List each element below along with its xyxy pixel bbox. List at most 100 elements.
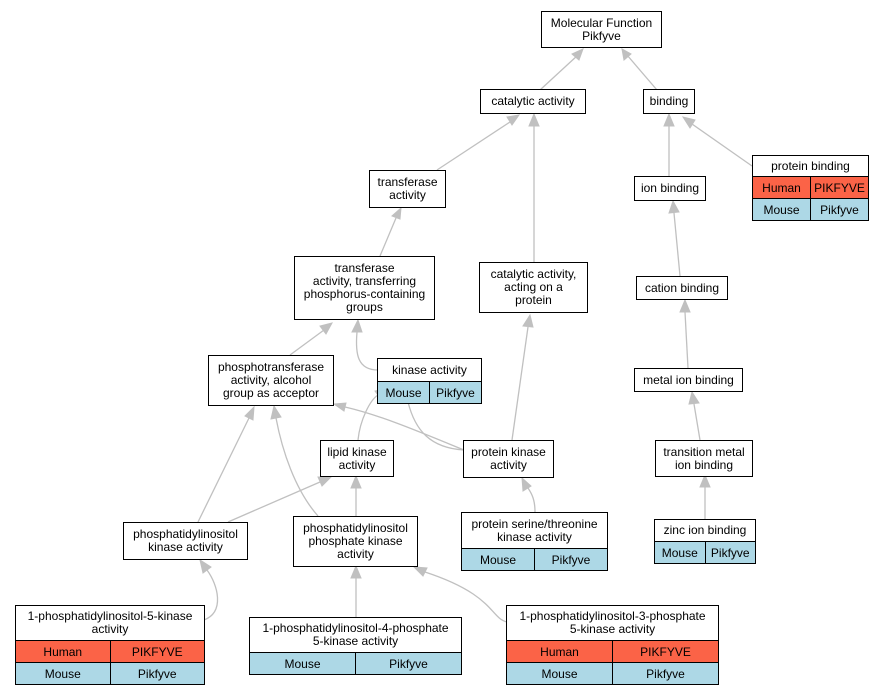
node-label: transition metal ion binding [663,444,745,472]
gene-cell: PIKFYVE [612,641,718,662]
node-pi-kinase[interactable]: phosphatidylinositol kinase activity [123,522,248,560]
node-label: phosphotransferase activity, alcohol gro… [217,360,325,400]
node-pip-kinase[interactable]: phosphatidylinositol phosphate kinase ac… [293,516,418,567]
edge-cation-to-ion [673,212,681,277]
node-label: protein serine/threonine kinase activity [471,516,598,544]
edge-metal-to-cation [684,311,689,369]
edge-kinase-to-transphos [355,331,379,371]
arrow-pip-to-phospho [270,404,282,420]
node-label: 1-phosphatidylinositol-4-phosphate 5-kin… [262,621,449,648]
node-cation-binding[interactable]: cation binding [636,276,728,300]
species-cell: Human [43,644,83,659]
node-label: metal ion binding [643,372,734,387]
edge-phospho-to-transphos [289,329,325,356]
node-catalytic-on-protein[interactable]: catalytic activity, acting on a protein [479,262,588,313]
arrow-pi4p5k-to-pip [350,564,362,579]
arrow-pi5k-to-pi [199,558,212,574]
edge-pi-to-phospho [197,417,250,523]
arrow-protkinase-to-phospho [332,402,347,412]
species-cell: Mouse [284,656,321,671]
edge-pi5k-to-pi [203,569,219,621]
species-cell: Mouse [44,666,81,681]
node-zinc-ion-binding[interactable]: zinc ion binding Mouse Pikfyve [654,519,756,564]
node-label: lipid kinase activity [327,444,387,472]
arrow-pi-to-phospho [244,405,255,421]
edge-protkinase-to-kinase [407,401,465,451]
node-label: catalytic activity, acting on a protein [490,267,577,307]
arrow-transition-to-metal [688,390,700,405]
node-phosphotransferase[interactable]: phosphotransferase activity, alcohol gro… [208,355,334,406]
node-label: catalytic activity [491,94,575,108]
gene-cell: Pikfyve [534,549,607,570]
node-label: phosphatidylinositol phosphate kinase ac… [303,521,408,561]
node-pi5k[interactable]: 1-phosphatidylinositol-5-kinase activity… [15,605,205,685]
gene-cell: Pikfyve [612,663,718,684]
node-catalytic-activity[interactable]: catalytic activity [480,89,586,114]
arrow-pip-to-lipid [350,474,362,489]
edge-pip-to-phospho [275,417,319,517]
mouse-row: Mouse Pikfyve [462,548,607,570]
node-label: transferase activity [377,175,438,202]
arrow-cation-to-ion [668,199,680,214]
edge-lipid-to-kinase [357,394,379,441]
species-cell: Mouse [385,385,422,400]
arrow-ser-to-protkinase [521,476,532,492]
edge-protkinase-to-catprotein [511,326,529,441]
arrow-pi-to-lipid [317,476,333,487]
species-cell: Human [762,180,801,195]
arrow-kinase-to-transphos [351,318,363,333]
node-protein-kinase[interactable]: protein kinase activity [463,440,554,478]
edge-catalytic-to-mf [539,54,579,91]
node-molecular-function[interactable]: Molecular Function Pikfyve [541,11,662,48]
human-row: Human PIKFYVE [507,640,718,662]
mouse-row: Mouse Pikfyve [507,662,718,684]
node-pi3p5k[interactable]: 1-phosphatidylinositol-3-phosphate 5-kin… [506,605,719,685]
arrow-binding-to-mf [621,48,632,61]
arrow-metal-to-cation [679,298,691,313]
node-label: protein binding [771,158,850,173]
species-cell: Mouse [763,202,800,217]
arrow-transphos-to-transferase [391,206,402,220]
gene-cell: Pikfyve [429,382,481,403]
arrow-protkinase-to-catprotein [522,313,534,328]
node-transferase-activity[interactable]: transferase activity [369,170,446,208]
edge-binding-to-mf [626,54,658,91]
mouse-row: Mouse Pikfyve [753,198,868,220]
node-label: binding [649,94,689,108]
gene-cell: Pikfyve [810,199,868,220]
edge-transphos-to-transferase [379,217,397,257]
node-pi4p5k[interactable]: 1-phosphatidylinositol-4-phosphate 5-kin… [249,617,462,675]
node-lipid-kinase[interactable]: lipid kinase activity [320,440,394,477]
node-ser-thr-kinase[interactable]: protein serine/threonine kinase activity… [461,512,608,571]
edge-pi3p5k-to-pip [424,571,508,623]
node-transition-metal[interactable]: transition metal ion binding [655,440,753,477]
gene-cell: Pikfyve [704,542,756,563]
edge-transferase-to-catalytic [436,119,514,171]
species-cell: Mouse [479,552,517,567]
node-kinase-activity[interactable]: kinase activity Mouse Pikfyve [377,358,482,404]
node-label: Molecular Function Pikfyve [550,15,653,43]
node-protein-binding[interactable]: protein binding Human PIKFYVE Mouse Pikf… [752,155,869,221]
species-cell: Mouse [661,545,698,560]
gene-cell: PIKFYVE [810,177,868,198]
species-cell: Mouse [541,666,578,681]
node-label: protein kinase activity [471,445,546,472]
node-metal-ion-binding[interactable]: metal ion binding [634,368,743,392]
node-label: 1-phosphatidylinositol-3-phosphate 5-kin… [519,609,706,636]
node-binding[interactable]: binding [643,89,695,114]
edge-proteinbinding-to-binding [691,123,753,167]
mouse-row: Mouse Pikfyve [250,652,461,674]
node-ion-binding[interactable]: ion binding [634,176,706,201]
human-row: Human PIKFYVE [16,640,204,662]
arrow-pi3p5k-to-pip [412,566,428,577]
edge-pi-to-lipid [227,481,321,523]
mouse-row: Mouse Pikfyve [655,541,755,563]
edge-transition-to-metal [693,403,701,441]
node-transferase-phosphorus[interactable]: transferase activity, transferring phosp… [294,256,435,320]
node-label: 1-phosphatidylinositol-5-kinase activity [27,609,193,636]
gene-cell: PIKFYVE [109,641,205,662]
arrow-catalytic-to-mf [571,48,584,61]
mouse-row: Mouse Pikfyve [16,662,204,684]
